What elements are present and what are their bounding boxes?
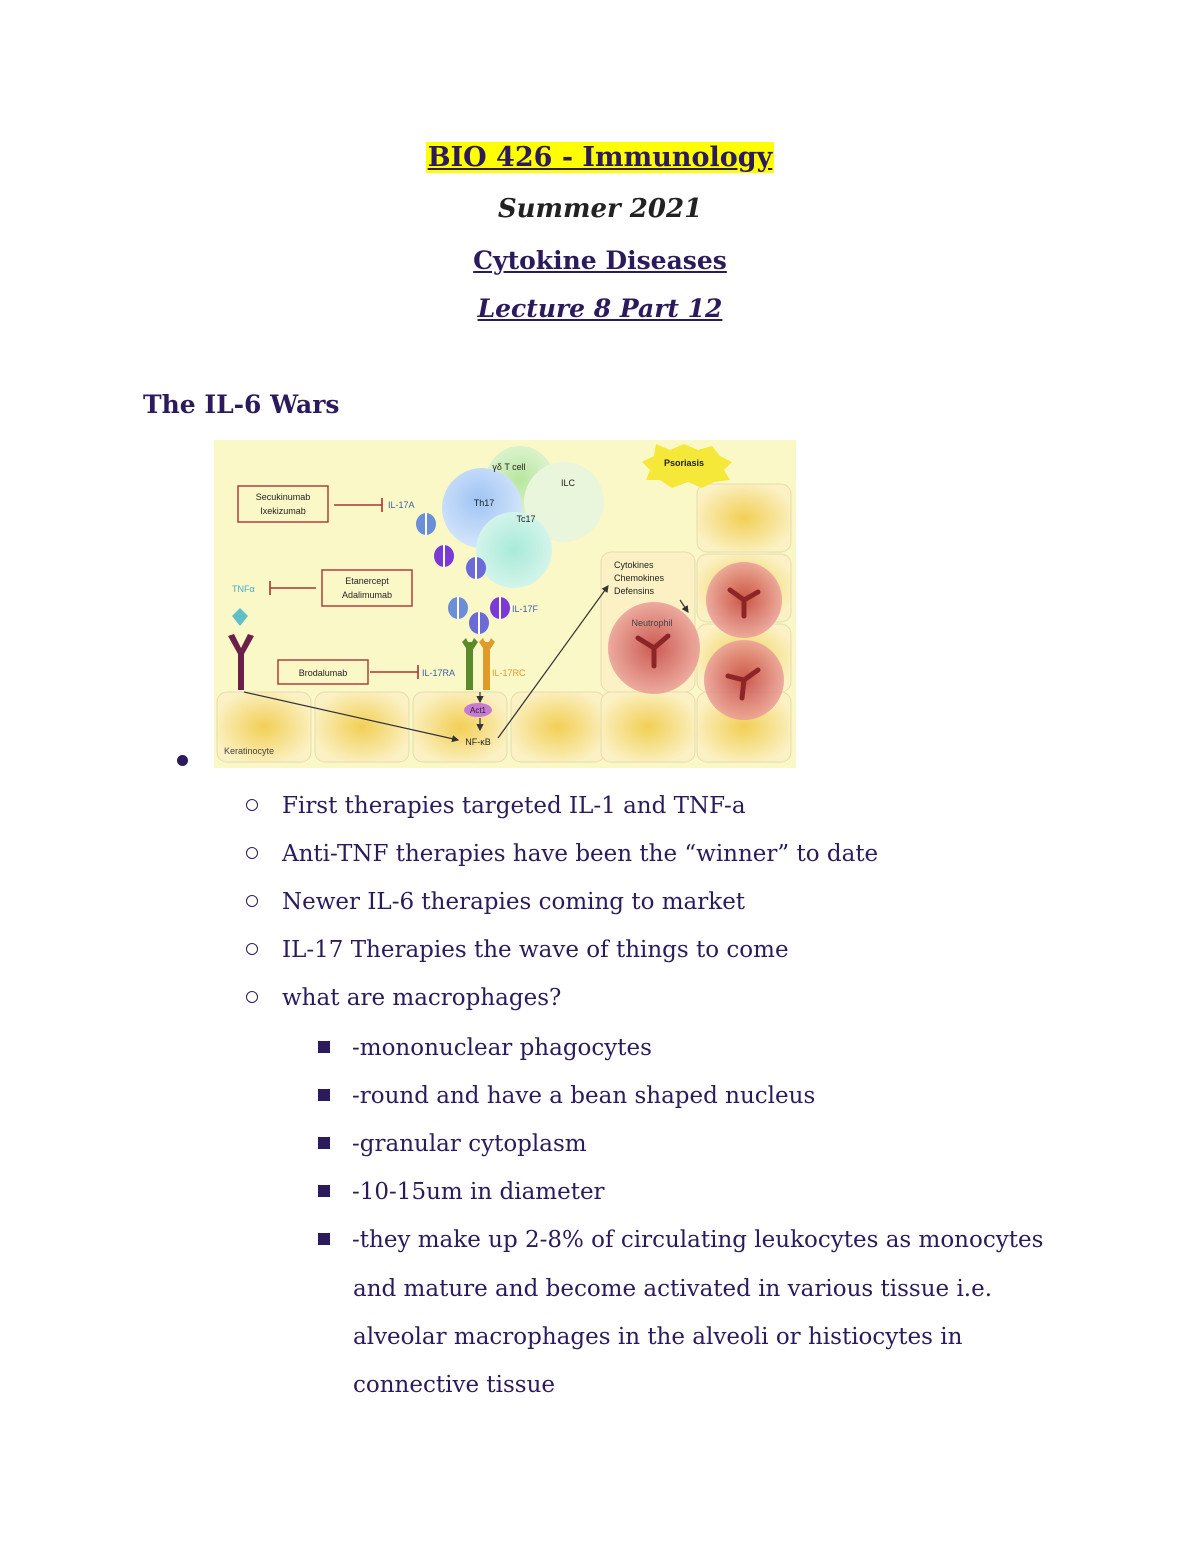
svg-text:Th17: Th17 — [474, 498, 495, 508]
list-item: what are macrophages? — [246, 985, 561, 1011]
psoriasis-pathway-figure: Psoriasis γδ T cell ILC Th17 Tc17 Secuki… — [214, 440, 796, 768]
il17rc-receptor — [483, 642, 490, 690]
list-item: IL-17 Therapies the wave of things to co… — [246, 937, 789, 963]
course-title: BIO 426 - Immunology — [425, 142, 775, 173]
svg-text:IL-17RC: IL-17RC — [492, 668, 526, 678]
svg-text:Cytokines: Cytokines — [614, 560, 654, 570]
circle-bullet-icon — [246, 991, 258, 1003]
tc17-cell — [476, 512, 552, 588]
square-bullet-icon — [318, 1185, 330, 1197]
sub-list-item: -mononuclear phagocytes — [318, 1035, 652, 1061]
square-bullet-icon — [318, 1233, 330, 1245]
square-bullet-icon — [318, 1041, 330, 1053]
svg-text:Act1: Act1 — [470, 706, 487, 715]
act1 — [464, 703, 492, 717]
list-item: First therapies targeted IL-1 and TNF-a — [246, 793, 746, 819]
section-heading: The IL-6 Wars — [143, 390, 340, 419]
svg-text:Ixekizumab: Ixekizumab — [260, 506, 306, 516]
svg-text:ILC: ILC — [561, 478, 576, 488]
psoriasis-label: Psoriasis — [664, 458, 704, 468]
svg-text:Keratinocyte: Keratinocyte — [224, 746, 274, 756]
svg-text:Neutrophil: Neutrophil — [631, 618, 672, 628]
neutrophil-cells — [608, 562, 784, 720]
term: Summer 2021 — [497, 194, 703, 224]
sub-list-continuation: connective tissue — [353, 1372, 555, 1398]
sub-list-continuation: alveolar macrophages in the alveoli or h… — [353, 1324, 963, 1350]
lecture-title: Lecture 8 Part 12 — [477, 294, 723, 323]
square-bullet-icon — [318, 1089, 330, 1101]
sub-list-continuation: and mature and become activated in vario… — [353, 1276, 993, 1302]
svg-text:Defensins: Defensins — [614, 586, 655, 596]
list-item: Newer IL-6 therapies coming to market — [246, 889, 745, 915]
sub-list-item: -10-15um in diameter — [318, 1179, 605, 1205]
svg-text:Chemokines: Chemokines — [614, 573, 665, 583]
square-bullet-icon — [318, 1137, 330, 1149]
drug-box-secukinumab: Secukinumab Ixekizumab — [237, 485, 383, 523]
psoriasis-badge — [642, 444, 732, 488]
svg-text:IL-17RA: IL-17RA — [422, 668, 455, 678]
drug-box-brodalumab: Brodalumab — [277, 659, 419, 685]
list-item: Anti-TNF therapies have been the “winner… — [246, 841, 878, 867]
svg-text:TNFα: TNFα — [232, 584, 255, 594]
circle-bullet-icon — [246, 943, 258, 955]
circle-bullet-icon — [246, 799, 258, 811]
svg-text:Tc17: Tc17 — [516, 514, 535, 524]
svg-text:Brodalumab: Brodalumab — [299, 668, 348, 678]
circle-bullet-icon — [246, 847, 258, 859]
svg-text:NF-κB: NF-κB — [465, 737, 491, 747]
svg-text:Etanercept: Etanercept — [345, 576, 389, 586]
svg-text:γδ T cell: γδ T cell — [492, 462, 525, 472]
sub-list-item: -they make up 2-8% of circulating leukoc… — [318, 1227, 1043, 1253]
circle-bullet-icon — [246, 895, 258, 907]
il17ra-receptor — [466, 642, 473, 690]
sub-list-item: -granular cytoplasm — [318, 1131, 587, 1157]
drug-box-etanercept: Etanercept Adalimumab — [269, 569, 413, 607]
svg-text:Secukinumab: Secukinumab — [256, 492, 311, 502]
bullet-marker — [177, 755, 188, 766]
tnf-receptor — [228, 634, 254, 690]
ilc-cell — [524, 462, 604, 542]
svg-text:IL-17F: IL-17F — [512, 604, 539, 614]
il17-dimers — [416, 513, 510, 634]
svg-text:IL-17A: IL-17A — [388, 500, 415, 510]
sub-list-item: -round and have a bean shaped nucleus — [318, 1083, 815, 1109]
tnfa-diamond — [232, 608, 248, 626]
svg-text:Adalimumab: Adalimumab — [342, 590, 392, 600]
topic-title: Cytokine Diseases — [473, 246, 727, 275]
